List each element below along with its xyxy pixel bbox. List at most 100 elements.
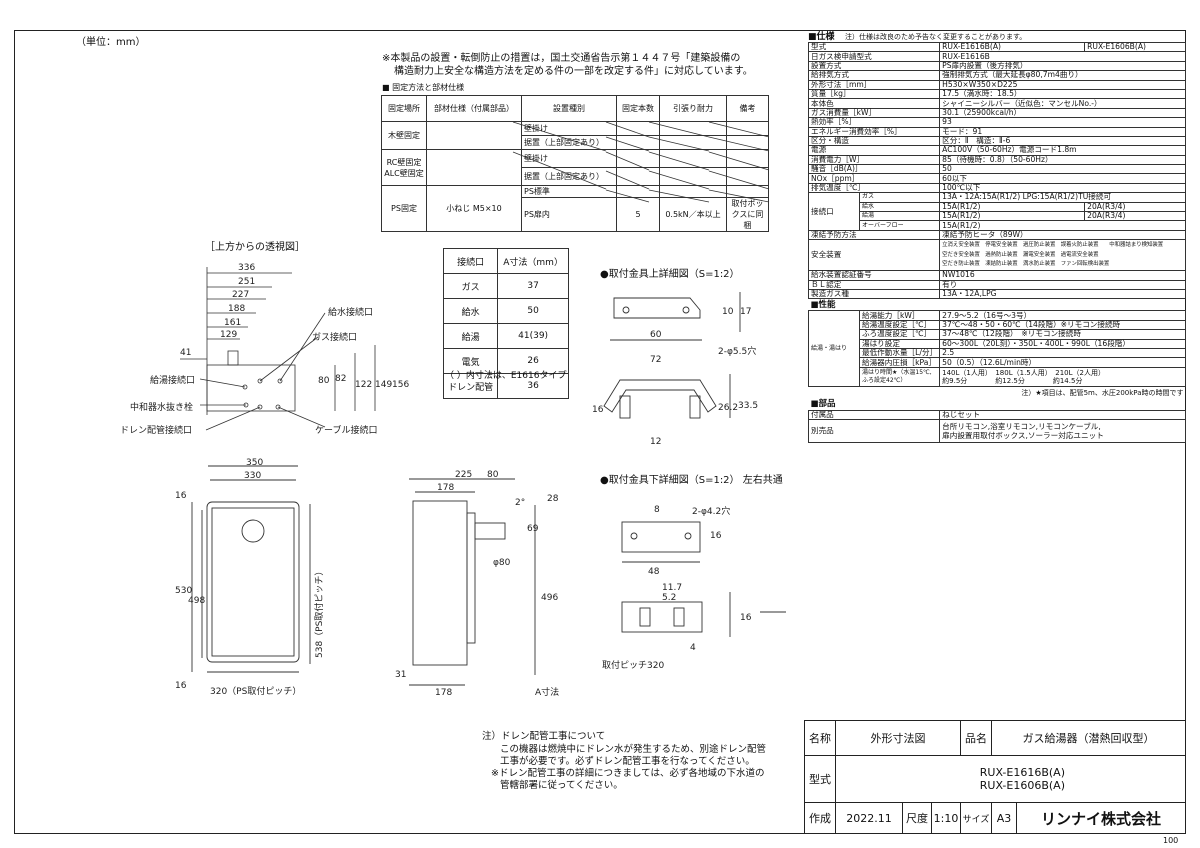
tb-date: 2022.11 [835, 802, 903, 834]
spec-value: 20A(R3/4) [1084, 201, 1186, 213]
svg-text:A寸法: A寸法 [535, 686, 559, 698]
conn-cell: 26 [497, 348, 569, 374]
conn-footnote: （ ）内寸法は、E1616タイプ [445, 371, 567, 381]
perf-title: ■性能 [810, 299, 836, 310]
spec-value: ねじセット [939, 409, 1186, 421]
svg-text:530: 530 [175, 586, 192, 596]
svg-text:41: 41 [180, 348, 191, 358]
spec-label: 凍結予防方法 [807, 229, 941, 241]
svg-text:11.7: 11.7 [662, 583, 682, 593]
spec-conn-sub: 給湯 [858, 211, 941, 222]
spec-value: 93 [939, 117, 1186, 128]
spec-conn-sub: ガス [858, 192, 941, 203]
spec-value: 13A・12A,LPG [939, 288, 1186, 300]
drain-note-2: この機器は燃焼中にドレン水が発生するため、別途ドレン配管 [500, 744, 767, 755]
svg-text:156: 156 [392, 380, 409, 390]
conn-header: 接続口 [442, 248, 499, 274]
svg-text:17: 17 [740, 307, 751, 317]
spec-conn-sub: 給水 [858, 201, 941, 213]
spec-label: 付属品 [807, 409, 941, 421]
spec-value: モード：91 [939, 126, 1186, 137]
svg-text:10: 10 [722, 307, 734, 317]
spec-value: 20A(R3/4) [1084, 211, 1186, 222]
svg-text:69: 69 [527, 524, 539, 534]
spec-value: 13A・12A:15A(R1/2) LPG:15A(R1/2)TU接続可 [939, 192, 1186, 203]
svg-text:2-φ5.5穴: 2-φ5.5穴 [718, 345, 756, 357]
top-view-label: 給湯接続口 [150, 374, 195, 386]
conn-cell: ドレン配管 [442, 373, 499, 399]
spec-label: 熱効率［%］ [807, 117, 941, 128]
tb-size-label: サイズ [960, 802, 992, 834]
top-view-title: ［上方からの透視図］ [205, 242, 305, 253]
svg-text:336: 336 [238, 263, 255, 273]
spec-title: ■仕様 [808, 32, 835, 42]
tb-size: A3 [991, 802, 1017, 834]
tb-scale-label: 尺度 [902, 802, 932, 834]
svg-text:φ80: φ80 [493, 558, 511, 568]
spec-label: 湯はり時間★（水温15℃,ふろ設定42℃） [858, 366, 941, 387]
bracket-upper-title: ●取付金具上詳細図（S=1:2） [600, 269, 740, 280]
svg-text:16: 16 [175, 681, 187, 691]
conn-cell: 給水 [442, 298, 499, 324]
spec-note: 注）仕様は改良のため予告なく変更することがあります。 [845, 33, 1027, 41]
svg-text:12: 12 [650, 437, 661, 447]
tb-product-label: 品名 [960, 719, 992, 757]
page-number: 100 [1163, 836, 1179, 845]
spec-value: シャイニーシルバー（近似色：マンセルNo.-） [939, 98, 1186, 109]
svg-text:2°: 2° [515, 498, 525, 508]
fix-count: 5 [616, 197, 660, 232]
fix-table-diagonals [512, 121, 770, 203]
svg-text:72: 72 [650, 355, 661, 365]
perf-note: 注）★項目は、配管5m、水圧200kPa時の時間です [1021, 388, 1184, 397]
spec-value: 50 [939, 164, 1186, 175]
title-block: 名称 外形寸法図 品名 ガス給湯器（潜熱回収型） 型式 RUX-E1616B(A… [804, 719, 1186, 834]
tb-name-value: 外形寸法図 [835, 719, 961, 757]
fix-header: 部材仕様（付属部品） [426, 95, 522, 122]
spec-label: 本体色 [807, 98, 941, 109]
spec-value: 17.5（満水時：18.5） [939, 88, 1186, 100]
spec-label: 日ガス検申請型式 [807, 51, 941, 62]
spec-conn-sub: オーバーフロー [858, 220, 941, 231]
svg-text:161: 161 [224, 318, 241, 328]
spec-label: NOx［ppm］ [807, 173, 941, 184]
spec-value: 2.5 [939, 347, 1186, 359]
spec-label: 給水装置認証番号 [807, 270, 941, 281]
spec-label: 電源 [807, 145, 941, 156]
svg-text:188: 188 [228, 304, 245, 314]
spec-value: NW1016 [939, 270, 1186, 281]
spec-label: ふろ温度設定［℃］ [858, 329, 941, 340]
spec-value: RUX-E1616B [939, 51, 1186, 62]
spec-value: 37～48℃（12段階） ※リモコン接続時 [939, 329, 1186, 340]
fix-table: 固定場所 部材仕様（付属部品） 設置種別 固定本数 引張り耐力 備考 木壁固定壁… [381, 95, 769, 232]
svg-text:122: 122 [355, 380, 372, 390]
svg-text:178: 178 [435, 688, 452, 698]
tb-company: リンナイ株式会社 [1016, 802, 1186, 834]
conn-cell: 給湯 [442, 323, 499, 349]
svg-text:227: 227 [232, 290, 249, 300]
svg-text:16: 16 [710, 531, 722, 541]
spec-value: RUX-E1616B(A) [939, 41, 1086, 53]
tb-model-2: RUX-E1606B(A) [979, 779, 1065, 793]
conn-cell: 37 [497, 273, 569, 299]
svg-text:80: 80 [318, 376, 330, 386]
drain-note-5: 管轄部署に従ってください。 [500, 780, 623, 791]
fix-rc: RC壁固定 ALC壁固定 [381, 149, 427, 186]
drain-note-4: ※ドレン配管工事の詳細につきましては、必ず各地域の下水道の [491, 768, 765, 779]
fix-screw: 小ねじ M5×10 [426, 185, 522, 232]
spec-value: 区分：Ⅱ 構造：Ⅱ-6 [939, 135, 1186, 147]
spec-value: 30.1（25900kcal/h） [939, 107, 1186, 119]
drain-note-1: 注）ドレン配管工事について [482, 731, 606, 742]
svg-text:26.2: 26.2 [718, 403, 738, 413]
fix-header: 備考 [726, 95, 769, 122]
spec-label: 質量［kg］ [807, 88, 941, 100]
tb-model-1: RUX-E1616B(A) [979, 766, 1065, 780]
spec-conn-label: 接続口 [808, 192, 860, 231]
top-view-label: 中和器水抜き栓 [130, 401, 193, 413]
perf-side: 給湯・湯はり [808, 310, 860, 387]
spec-safety: 立消え安全装置 停電安全装置 過圧防止装置 誤着火防止装置 中和器詰まり検知装置… [939, 239, 1186, 272]
svg-text:4: 4 [690, 643, 696, 653]
drawing-frame [14, 30, 1186, 834]
